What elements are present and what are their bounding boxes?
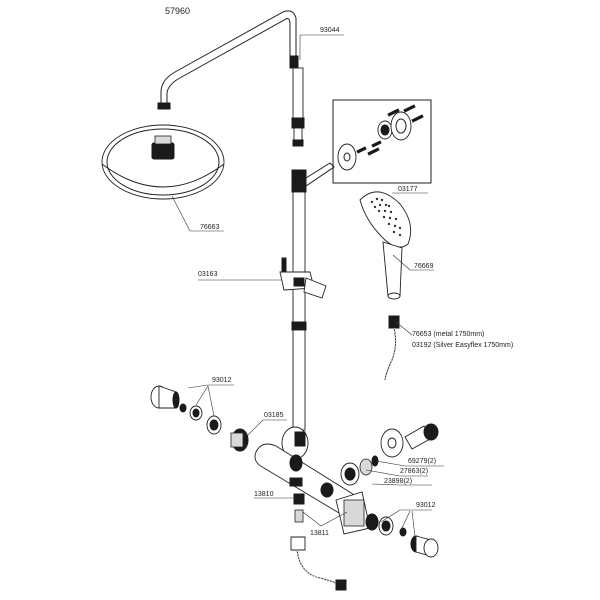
model-number: 57960 bbox=[165, 6, 190, 16]
left-inlet-fittings bbox=[150, 385, 249, 452]
shower-hose bbox=[384, 315, 400, 381]
hand-shower bbox=[359, 191, 412, 300]
part-label-93044: 93044 bbox=[320, 27, 340, 34]
shower-arm bbox=[157, 10, 299, 110]
part-label-23898: 23898(2) bbox=[384, 478, 412, 485]
leader-lines bbox=[171, 34, 444, 538]
part-label-69279: 69279(2) bbox=[408, 458, 436, 465]
bracket-detail-inset bbox=[332, 99, 432, 184]
part-label-76653: 76653 (metal 1750mm) bbox=[412, 331, 484, 338]
part-label-03192: 03192 (Silver Easyflex 1750mm) bbox=[412, 342, 513, 349]
part-label-03185: 03185 bbox=[264, 412, 284, 419]
rain-shower-head bbox=[101, 124, 225, 200]
part-label-03177: 03177 bbox=[398, 186, 418, 193]
thermostatic-mixer-body bbox=[254, 443, 363, 519]
upper-riser-pipe bbox=[291, 67, 305, 147]
part-labels: 93044 03177 76663 76669 03163 76653 (met… bbox=[198, 27, 513, 537]
spray-nozzles bbox=[370, 197, 402, 237]
part-label-13811: 13811 bbox=[310, 530, 329, 537]
right-valve-fittings bbox=[340, 423, 439, 486]
part-label-93012-top: 93012 bbox=[212, 377, 232, 384]
part-label-13810: 13810 bbox=[254, 491, 274, 498]
part-label-93012-bottom: 93012 bbox=[416, 502, 436, 509]
part-label-27863: 27863(2) bbox=[400, 468, 428, 475]
main-riser bbox=[291, 162, 335, 431]
part-label-76669: 76669 bbox=[414, 263, 434, 270]
part-label-76663: 76663 bbox=[200, 224, 220, 231]
slide-bracket bbox=[279, 257, 327, 299]
bottom-inlet-hose bbox=[290, 493, 347, 591]
right-inlet-fittings bbox=[335, 491, 439, 558]
part-label-03163: 03163 bbox=[198, 271, 218, 278]
